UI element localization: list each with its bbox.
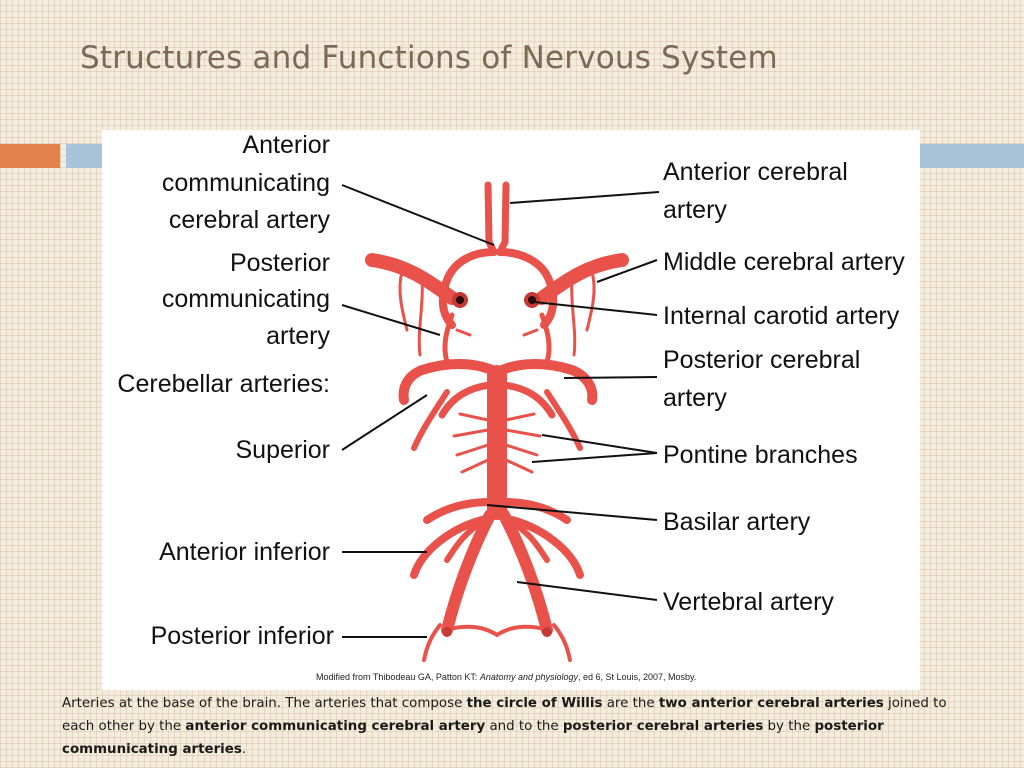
label-pointer-lines <box>341 184 660 638</box>
label-pcom-line3: artery <box>266 322 330 350</box>
label-superior: Superior <box>236 436 331 464</box>
label-basilar: Basilar artery <box>663 508 811 536</box>
accent-bar-orange <box>0 144 60 168</box>
artery-diagram: Anterior communicating cerebral artery P… <box>117 131 905 682</box>
label-acom-line1: Anterior <box>242 131 330 159</box>
accent-bar-blue-left <box>66 144 106 168</box>
label-vertebral: Vertebral artery <box>663 588 834 616</box>
artery-drawing <box>365 181 629 662</box>
label-pcom-line2: communicating <box>162 285 330 313</box>
artery-diagram-figure: Anterior communicating cerebral artery P… <box>102 130 920 690</box>
figure-caption: Arteries at the base of the brain. The a… <box>62 696 947 757</box>
figure-credit: Modified from Thibodeau GA, Patton KT: A… <box>316 672 696 682</box>
slide-title: Structures and Functions of Nervous Syst… <box>80 40 778 76</box>
label-pca-line1: Posterior cerebral <box>663 346 860 374</box>
label-aca-line2: artery <box>663 196 727 224</box>
label-ica: Internal carotid artery <box>663 302 900 330</box>
label-acom-line2: communicating <box>162 169 330 197</box>
label-posterior-inferior: Posterior inferior <box>151 622 334 650</box>
label-aca-line1: Anterior cerebral <box>663 158 848 186</box>
label-pcom-line1: Posterior <box>230 249 330 277</box>
label-mca: Middle cerebral artery <box>663 248 905 276</box>
label-pca-line2: artery <box>663 384 727 412</box>
label-anterior-inferior: Anterior inferior <box>159 538 330 566</box>
label-cerebellar-arteries: Cerebellar arteries: <box>117 370 330 398</box>
accent-bar-blue-right <box>918 144 1024 168</box>
label-pontine-branches: Pontine branches <box>663 441 858 469</box>
label-acom-line3: cerebral artery <box>169 206 331 234</box>
